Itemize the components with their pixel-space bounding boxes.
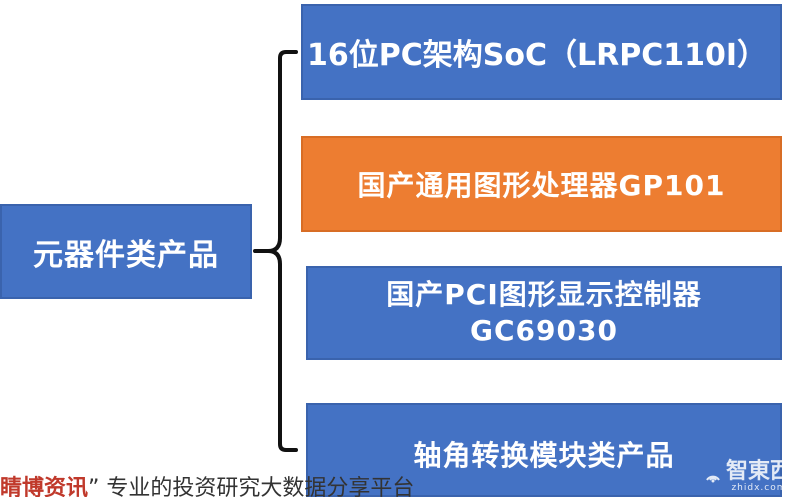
root-label: 元器件类产品 bbox=[33, 237, 219, 273]
footer-brand: 睛博资讯 bbox=[0, 476, 89, 497]
root-node: 元器件类产品 bbox=[0, 204, 252, 299]
child-label: 国产通用图形处理器GP101 bbox=[357, 169, 726, 202]
watermark-sub: zhidx.com bbox=[731, 483, 787, 493]
watermark-main: 智東西 bbox=[725, 459, 792, 484]
footer-quote: ” bbox=[88, 476, 100, 497]
child-label-line2: GC69030 bbox=[470, 314, 618, 347]
source-footer: 睛博资讯” 专业的投资研究大数据分享平台 bbox=[0, 470, 520, 497]
child-label: 轴角转换模块类产品 bbox=[413, 439, 675, 472]
footer-text: 专业的投资研究大数据分享平台 bbox=[106, 476, 415, 497]
child-label-line1: 国产PCI图形显示控制器 bbox=[386, 278, 702, 311]
child-node-gpu: 国产通用图形处理器GP101 bbox=[301, 136, 782, 232]
child-node-pci-controller: 国产PCI图形显示控制器 GC69030 bbox=[306, 266, 782, 360]
child-label: 16位PC架构SoC（LRPC110I） bbox=[307, 38, 767, 73]
child-node-soc: 16位PC架构SoC（LRPC110I） bbox=[301, 4, 782, 100]
broadcast-icon bbox=[706, 475, 720, 483]
watermark-logo: 智東西 zhidx.com bbox=[704, 461, 792, 493]
child-node-resolver-module: 轴角转换模块类产品 bbox=[306, 403, 782, 497]
